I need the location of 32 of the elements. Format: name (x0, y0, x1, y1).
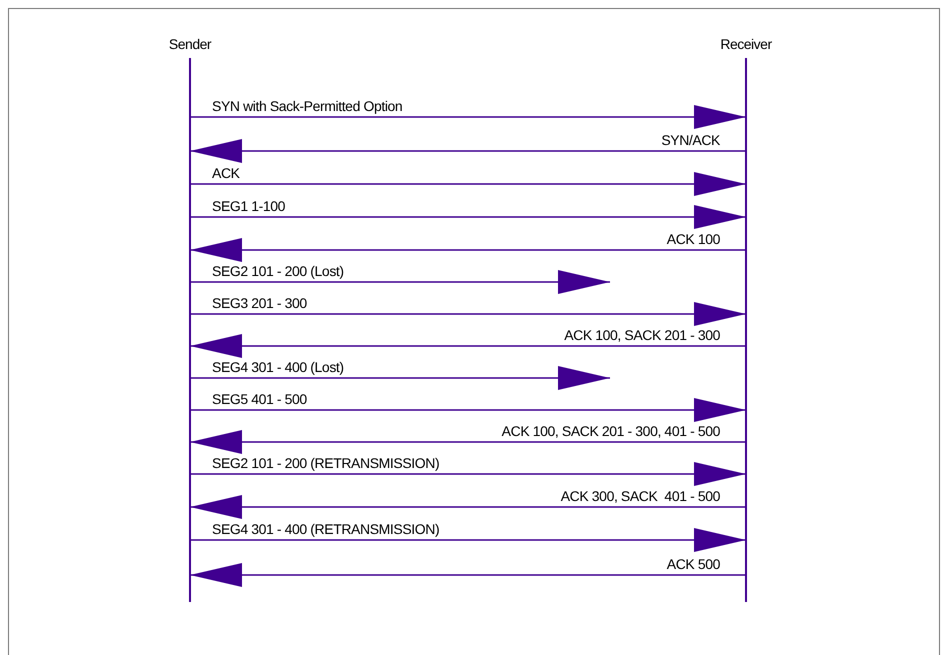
message-label: SEG2 101 - 200 (Lost) (212, 263, 344, 279)
message-arrow (190, 172, 746, 196)
message-label: SEG4 301 - 400 (Lost) (212, 359, 344, 375)
message-label: SEG2 101 - 200 (RETRANSMISSION) (212, 455, 440, 471)
participant-label: Sender (168, 36, 212, 52)
message-arrow (190, 270, 610, 294)
message-arrow (190, 139, 746, 163)
message-arrow (190, 495, 746, 519)
message-label: ACK 500 (666, 556, 720, 572)
message-arrow (190, 302, 746, 326)
message-arrow (190, 205, 746, 229)
message-arrow (190, 238, 746, 262)
message-label: SEG1 1-100 (212, 198, 286, 214)
message-label: ACK 100, SACK 201 - 300 (564, 327, 720, 343)
message-arrow (190, 366, 610, 390)
message-label: ACK 300, SACK 401 - 500 (560, 488, 720, 504)
message-label: ACK 100, SACK 201 - 300, 401 - 500 (502, 423, 720, 439)
message-arrow (190, 398, 746, 422)
message-label: ACK (212, 165, 240, 181)
message-label: ACK 100 (666, 231, 720, 247)
message-arrow (190, 563, 746, 587)
message-arrow (190, 430, 746, 454)
message-label: SEG5 401 - 500 (212, 391, 307, 407)
message-label: SEG3 201 - 300 (212, 295, 307, 311)
message-label: SYN/ACK (661, 132, 720, 148)
message-arrow (190, 528, 746, 552)
message-arrow (190, 462, 746, 486)
message-arrow (190, 334, 746, 358)
message-label: SYN with Sack-Permitted Option (212, 98, 402, 114)
message-label: SEG4 301 - 400 (RETRANSMISSION) (212, 521, 440, 537)
participant-label: Receiver (719, 36, 773, 52)
message-arrow (190, 105, 746, 129)
